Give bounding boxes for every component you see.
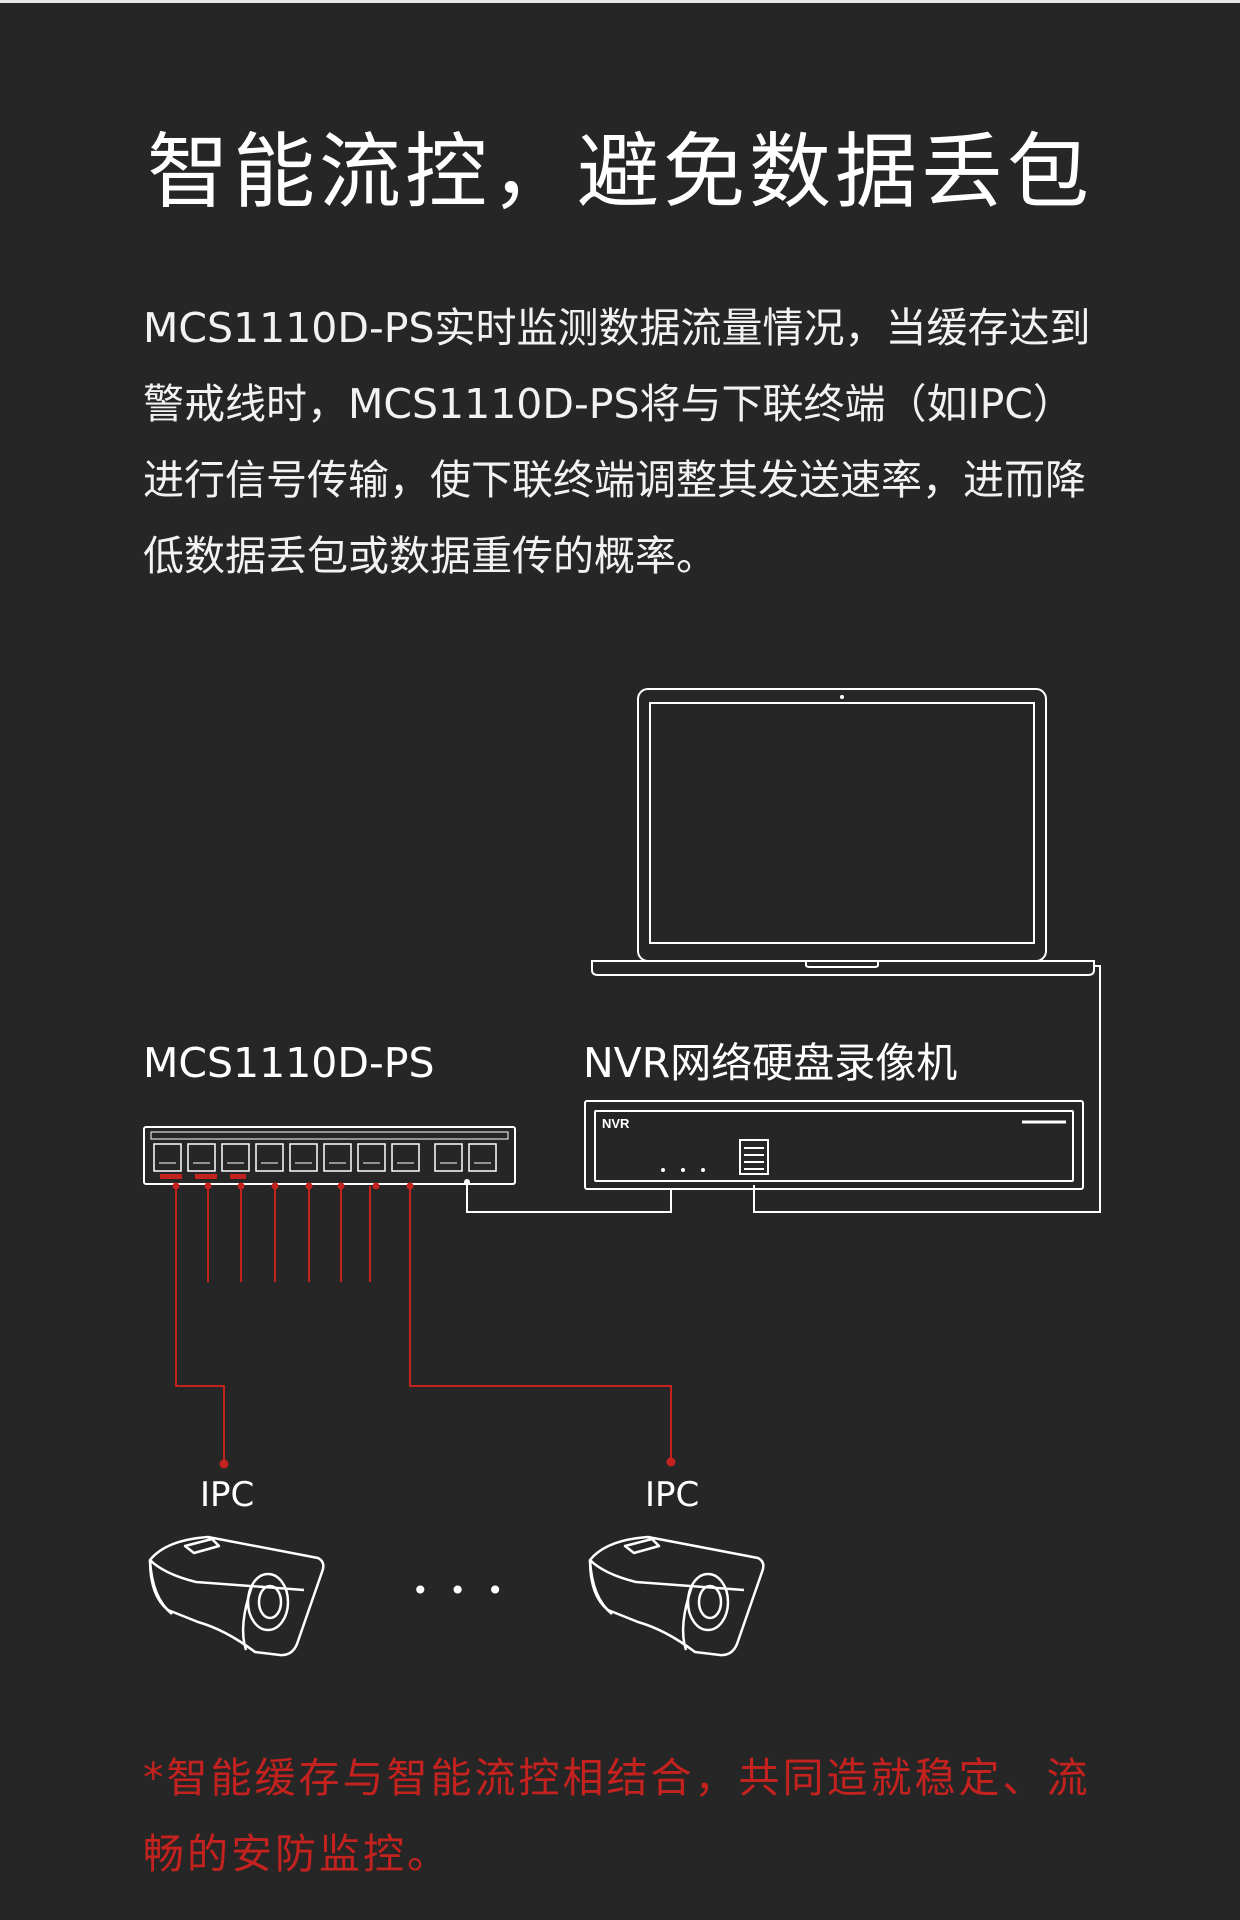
ipc-camera-left-icon xyxy=(148,1535,325,1657)
switch-device-icon xyxy=(143,1126,516,1185)
page-title: 智能流控，避免数据丢包 xyxy=(146,125,1093,220)
ipc-camera-right-icon xyxy=(588,1535,765,1657)
ipc-left-label: IPC xyxy=(200,1475,255,1515)
footnote: *智能缓存与智能流控相结合，共同造就稳定、流畅的安防监控。 xyxy=(143,1754,1091,1878)
poe-cables xyxy=(175,1186,672,1464)
laptop-icon xyxy=(591,688,1095,976)
more-cameras-ellipsis: • • • xyxy=(412,1574,510,1607)
ipc-right-label: IPC xyxy=(645,1475,700,1515)
switch-label: MCS1110D-PS xyxy=(143,1039,435,1087)
nvr-panel-text: NVR xyxy=(602,1116,630,1131)
switch-nvr-link xyxy=(466,1182,672,1213)
port-dots xyxy=(172,1182,676,1469)
feature-description: MCS1110D-PS实时监测数据流量情况，当缓存达到警戒线时，MCS1110D… xyxy=(143,304,1091,580)
top-divider xyxy=(0,0,1240,3)
nvr-label: NVR网络硬盘录像机 xyxy=(583,1039,958,1087)
nvr-device-icon xyxy=(584,1100,1084,1190)
laptop-nvr-link xyxy=(753,965,1101,1213)
